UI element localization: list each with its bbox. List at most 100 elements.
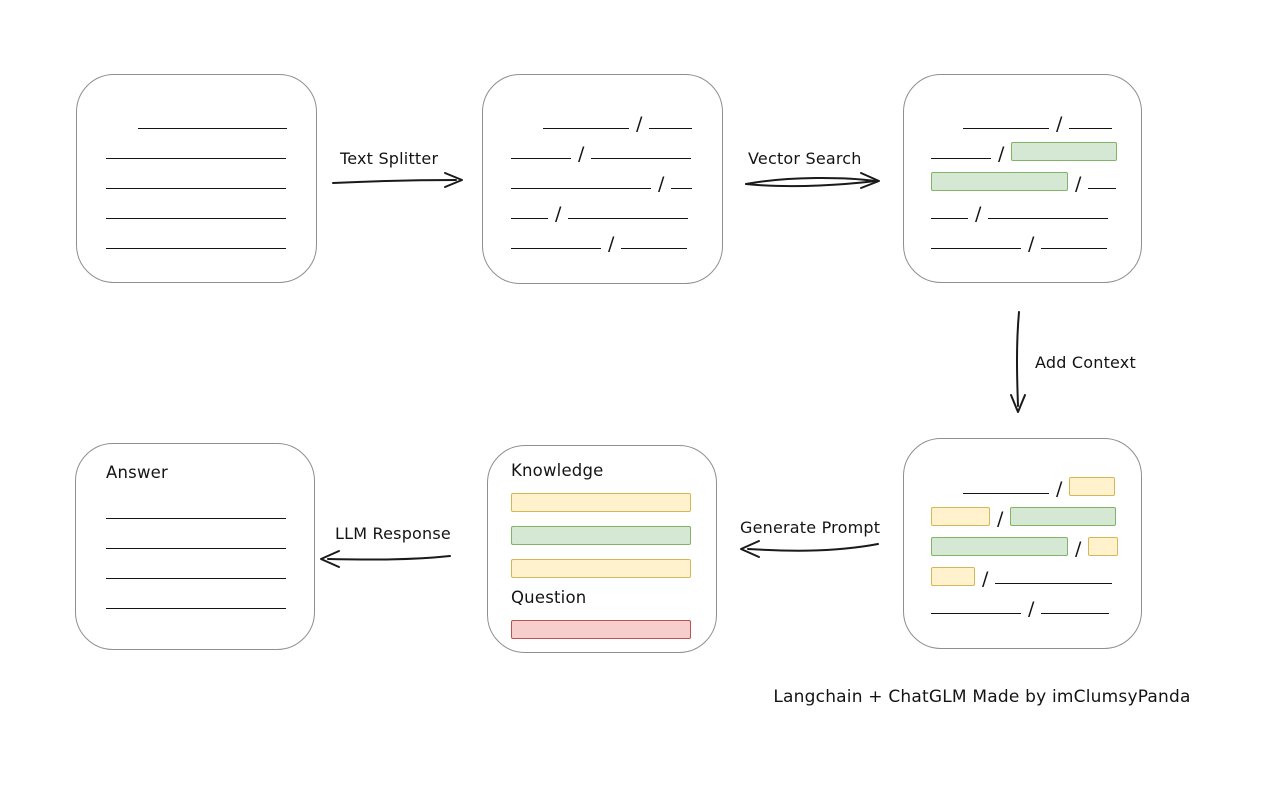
text-splitter-label: Text Splitter [340, 149, 439, 168]
segment-row: / [511, 164, 722, 194]
text-line [963, 492, 1049, 494]
text-splitter-arrow [332, 172, 463, 188]
yellow-highlight-bar [1088, 536, 1119, 556]
question-label: Question [511, 588, 587, 607]
slash-separator: / [975, 202, 982, 225]
segment-row: / [963, 104, 1141, 134]
context-chunk-lines: ///// [931, 469, 1141, 619]
text-line [106, 157, 286, 159]
slash-separator: / [1056, 477, 1063, 500]
text-line [106, 217, 286, 219]
green-highlight-bar [931, 536, 1068, 556]
slash-separator: / [608, 233, 615, 255]
text-line [963, 127, 1049, 129]
text-line [511, 188, 651, 189]
slash-separator: / [1075, 172, 1082, 195]
segment-row [511, 519, 716, 548]
answer-card: Answer [75, 443, 315, 650]
slash-separator: / [636, 113, 643, 135]
segment-row [511, 552, 716, 581]
text-line [649, 128, 693, 129]
text-line [995, 582, 1113, 584]
vector-match-lines: / / / / / [931, 104, 1141, 254]
text-line [621, 248, 688, 249]
attribution-caption: Langchain + ChatGLM Made by imClumsyPand… [773, 687, 1191, 707]
vector-search-arrow [745, 172, 880, 189]
text-line [931, 157, 991, 159]
slash-separator: / [1028, 232, 1035, 255]
text-line [931, 217, 968, 219]
slash-separator: / [555, 203, 562, 225]
text-line [931, 247, 1021, 249]
segment-row [106, 584, 314, 614]
yellow-highlight-bar [1069, 476, 1116, 496]
segment-row [106, 494, 314, 524]
knowledge-label: Knowledge [511, 461, 604, 480]
slash-separator: / [578, 143, 585, 165]
slash-separator: / [997, 507, 1004, 530]
segment-row [106, 224, 316, 254]
llm-response-arrow [320, 550, 451, 568]
segment-row [511, 486, 716, 515]
text-line [988, 217, 1109, 219]
document-card [76, 74, 317, 283]
text-line [591, 158, 692, 159]
segment-row: / [931, 589, 1141, 619]
green-highlight-bar [931, 171, 1068, 191]
segment-row: / [543, 104, 722, 134]
slash-separator: / [658, 173, 665, 195]
answer-label: Answer [106, 463, 168, 482]
text-line [931, 612, 1021, 614]
segment-row [106, 554, 314, 584]
generate-prompt-label: Generate Prompt [740, 518, 881, 537]
add-context-label: Add Context [1035, 353, 1136, 372]
vector-search-label: Vector Search [748, 149, 862, 168]
text-line [106, 518, 286, 519]
question-bar [511, 609, 716, 642]
slash-separator: / [998, 142, 1005, 165]
slash-separator: / [982, 567, 989, 590]
answer-lines [106, 494, 314, 614]
llm-response-label: LLM Response [335, 524, 451, 543]
text-line [1069, 127, 1113, 129]
add-context-arrow [1010, 311, 1026, 413]
text-line [1088, 187, 1117, 189]
segment-row: / [931, 194, 1141, 224]
generate-prompt-arrow [740, 540, 879, 558]
segment-row: / [511, 134, 722, 164]
segment-row [106, 524, 314, 554]
text-line [1041, 247, 1108, 249]
segment-row: / [963, 469, 1141, 499]
segment-row [106, 194, 316, 224]
segment-row [511, 613, 716, 642]
text-line [671, 188, 693, 189]
knowledge-bars [511, 482, 716, 581]
segment-row: / [511, 194, 722, 224]
yellow-highlight-bar [511, 559, 691, 578]
text-line [138, 127, 287, 129]
context-chunks-card: ///// [903, 438, 1142, 649]
vector-matches-card: / / / / / [903, 74, 1142, 283]
segment-row: / [931, 164, 1141, 194]
green-highlight-bar [511, 526, 691, 545]
slash-separator: / [1075, 537, 1082, 560]
prompt-card: Knowledge Question [487, 445, 717, 653]
segment-row: / [511, 224, 722, 254]
text-line [1041, 612, 1110, 614]
green-highlight-bar [1011, 141, 1118, 161]
segment-row: / [931, 499, 1141, 529]
text-line [511, 248, 601, 249]
text-line [106, 548, 286, 549]
yellow-highlight-bar [511, 493, 691, 512]
text-line [568, 218, 689, 219]
document-lines [106, 104, 316, 254]
split-text-card: / / / / / [482, 74, 723, 284]
text-line [511, 218, 548, 219]
yellow-highlight-bar [931, 506, 990, 526]
segment-row: / [931, 529, 1141, 559]
red-highlight-bar [511, 620, 691, 639]
text-line [106, 247, 286, 249]
segment-row [106, 164, 316, 194]
text-line [543, 128, 629, 129]
